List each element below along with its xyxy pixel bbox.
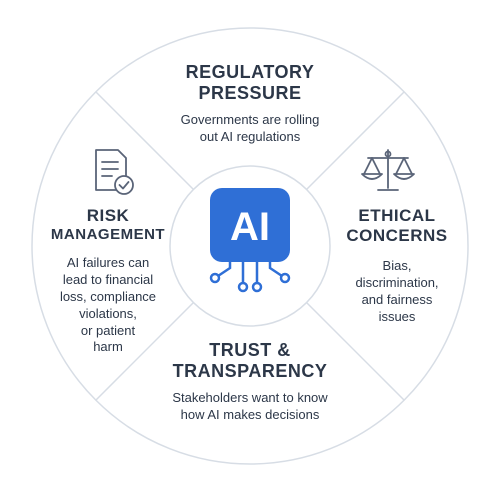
title-line: CONCERNS bbox=[346, 225, 448, 245]
ai-label: AI bbox=[230, 205, 270, 249]
divider-bottom-left bbox=[95, 302, 194, 401]
desc-line: violations, bbox=[79, 305, 137, 321]
desc-line: out AI regulations bbox=[199, 128, 301, 144]
ethical-concerns-description: Bias, discrimination, and fairness issue… bbox=[332, 258, 462, 326]
document-check-icon bbox=[95, 149, 134, 195]
desc-line: loss, compliance bbox=[59, 288, 157, 304]
divider-top-right bbox=[306, 91, 405, 190]
desc-line: AI failures can bbox=[66, 255, 150, 270]
scales-icon bbox=[361, 149, 415, 191]
divider-bottom-right bbox=[306, 302, 405, 401]
title-line: TRUST & bbox=[209, 340, 291, 360]
regulatory-pressure-description: Governments are rolling out AI regulatio… bbox=[140, 112, 360, 146]
title-line: MANAGEMENT bbox=[50, 225, 166, 243]
desc-line: harm bbox=[93, 339, 123, 355]
ai-chip-icon bbox=[209, 188, 291, 293]
ethical-concerns-title: ETHICAL CONCERNS bbox=[332, 206, 462, 245]
desc-line: how AI makes decisions bbox=[180, 406, 320, 422]
regulatory-pressure-title: REGULATORY PRESSURE bbox=[140, 62, 360, 103]
trust-transparency-description: Stakeholders want to know how AI makes d… bbox=[140, 390, 360, 424]
desc-line: and fairness bbox=[361, 291, 433, 307]
desc-line: discrimination, bbox=[355, 274, 439, 290]
divider-top-left bbox=[95, 91, 194, 190]
desc-line: Governments are rolling bbox=[180, 112, 320, 127]
title-line: PRESSURE bbox=[198, 82, 302, 103]
desc-line: or patient bbox=[80, 322, 136, 338]
desc-line: Stakeholders want to know bbox=[172, 390, 328, 405]
title-line: RISK bbox=[86, 206, 130, 225]
trust-transparency-title: TRUST & TRANSPARENCY bbox=[140, 340, 360, 381]
risk-management-title: RISK MANAGEMENT bbox=[38, 206, 178, 243]
title-line: REGULATORY bbox=[185, 62, 315, 82]
desc-line: lead to financial bbox=[62, 271, 154, 287]
desc-line: issues bbox=[378, 308, 416, 324]
desc-line: Bias, bbox=[382, 258, 412, 273]
title-line: TRANSPARENCY bbox=[172, 360, 328, 381]
risk-management-description: AI failures can lead to financial loss, … bbox=[38, 255, 178, 356]
title-line: ETHICAL bbox=[358, 206, 436, 225]
